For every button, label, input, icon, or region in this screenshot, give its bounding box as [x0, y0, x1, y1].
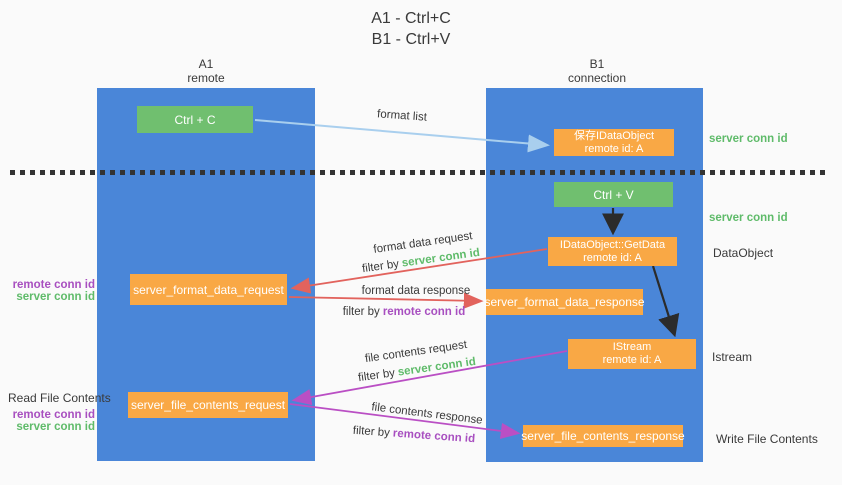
istream-line2: remote id: A [602, 354, 662, 366]
remote-conn-id-text-2: remote conn id [392, 427, 476, 446]
server-format-data-response-label: server_format_data_response [484, 295, 645, 309]
remote-conn-id-text-1: remote conn id [382, 306, 466, 318]
read-file-contents-label: Read File Contents [8, 391, 111, 405]
getdata-line2: remote id: A [583, 251, 642, 264]
format-data-response-label: format data response [361, 285, 471, 297]
server-conn-id-label-mid: server conn id [709, 212, 788, 224]
filter-by-text-3: filter by [357, 367, 396, 385]
write-file-contents-label: Write File Contents [716, 432, 818, 446]
filter-by-text-2: filter by [342, 306, 380, 318]
ctrl-v-box: Ctrl + V [554, 182, 673, 207]
ctrl-c-label: Ctrl + C [174, 112, 216, 127]
ctrl-c-box: Ctrl + C [137, 106, 253, 133]
server-file-contents-request-box: server_file_contents_request [128, 392, 288, 418]
title-line-2: B1 - Ctrl+V [371, 31, 451, 48]
lifeline-a1-role: remote [187, 71, 225, 85]
server-format-data-response-box: server_format_data_response [484, 289, 645, 315]
left-conn-id-group-1: remote conn id server conn id [0, 279, 95, 303]
lifeline-header-a1: A1 remote [146, 57, 266, 85]
lifeline-b1-role: connection [567, 71, 627, 85]
machine-boundary-dotted-line [10, 170, 825, 175]
dataobject-label: DataObject [713, 246, 774, 260]
save-dataobject-line2: remote id: A [584, 142, 644, 155]
istream-box: IStream remote id: A [568, 339, 696, 369]
file-contents-response-label: file contents response [370, 401, 484, 427]
istream-side-label: Istream [712, 350, 753, 364]
save-dataobject-box: 保存IDataObject remote id: A [554, 129, 674, 156]
lifeline-a1-name: A1 [198, 57, 214, 71]
server-file-contents-response-label: server_file_contents_response [521, 429, 685, 443]
diagram-title: A1 - Ctrl+C B1 - Ctrl+V [321, 8, 501, 50]
server-conn-id-label-left-1: server conn id [16, 291, 95, 303]
filter-by-text-1: filter by [361, 258, 400, 276]
getdata-box: IDataObject::GetData remote id: A [548, 237, 677, 266]
remote-conn-id-label-1: remote conn id [12, 279, 95, 291]
server-conn-id-label-left-2: server conn id [16, 421, 95, 433]
istream-line1: IStream [612, 341, 652, 353]
ctrl-v-label: Ctrl + V [593, 187, 634, 202]
server-file-contents-request-label: server_file_contents_request [130, 398, 286, 412]
getdata-line1: IDataObject::GetData [559, 238, 666, 251]
filter-by-text-4: filter by [352, 424, 391, 440]
save-dataobject-line1: 保存IDataObject [573, 129, 655, 142]
server-conn-id-text-2: server conn id [397, 355, 477, 379]
format-list-label: format list [376, 108, 428, 124]
title-line-1: A1 - Ctrl+C [371, 10, 451, 27]
server-file-contents-response-box: server_file_contents_response [521, 425, 685, 447]
remote-conn-id-label-2: remote conn id [12, 409, 95, 421]
server-format-data-request-box: server_format_data_request [130, 274, 287, 305]
lifeline-header-b1: B1 connection [537, 57, 657, 85]
lifeline-b1-name: B1 [589, 57, 605, 71]
left-conn-id-group-2: remote conn id server conn id [0, 409, 95, 433]
server-conn-id-label-top: server conn id [709, 133, 788, 145]
format-data-response-arrow [288, 292, 484, 309]
server-format-data-request-label: server_format_data_request [133, 282, 284, 297]
